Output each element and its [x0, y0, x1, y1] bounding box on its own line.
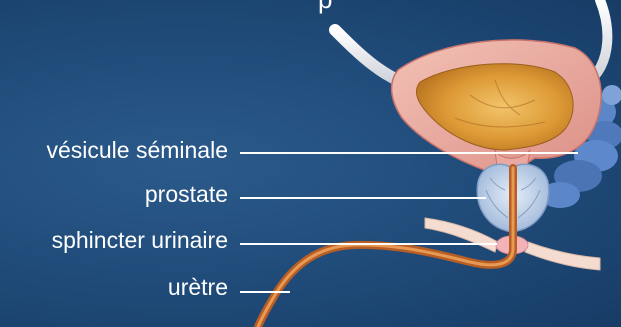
label-seminal-vesicle: vésicule séminale: [46, 137, 228, 163]
leader-sphincter: [240, 243, 497, 245]
label-sphincter: sphincter urinaire: [52, 227, 228, 253]
urethra-shape: [258, 168, 513, 327]
leader-prostate: [240, 197, 486, 199]
label-urethra: urètre: [168, 274, 228, 300]
pelvic-floor-left: [425, 218, 498, 252]
pelvic-floor-right: [525, 242, 600, 270]
leader-seminal-vesicle: [240, 152, 578, 154]
label-prostate: prostate: [145, 181, 228, 207]
leader-urethra: [240, 291, 290, 293]
